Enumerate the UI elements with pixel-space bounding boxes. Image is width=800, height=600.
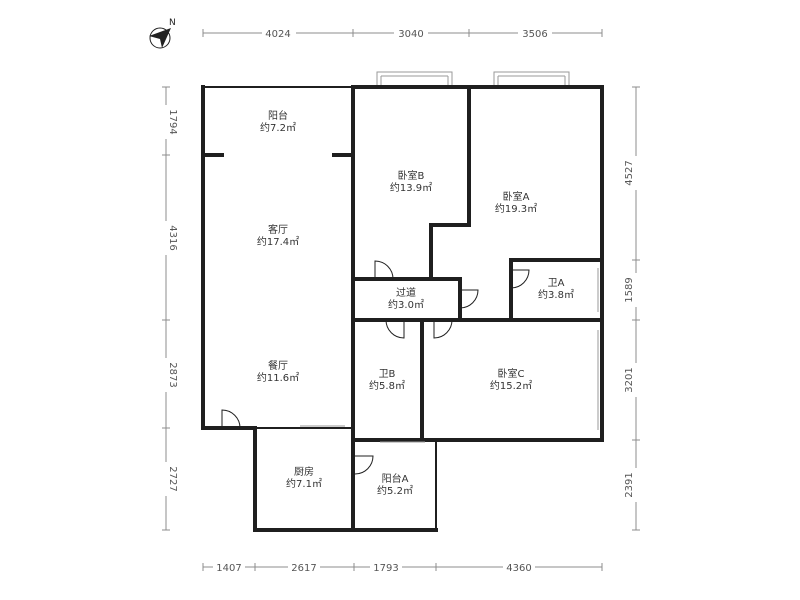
dim-label-bg — [160, 221, 172, 255]
doors — [221, 260, 530, 475]
door-bath-b — [385, 319, 405, 339]
room-area-corridor: 约3.0㎡ — [388, 298, 424, 311]
bay-window-bedroom-b — [376, 71, 453, 88]
room-area-kitchen: 约7.1㎡ — [286, 477, 322, 490]
room-name-dining: 餐厅 — [268, 359, 288, 372]
dim-label-bg — [503, 561, 535, 573]
room-name-corridor: 过道 — [396, 286, 416, 299]
room-name-balcony: 阳台 — [268, 109, 288, 122]
dim-label: 4316 — [167, 225, 178, 250]
door-bath-a — [510, 269, 530, 289]
dim-label: 3506 — [522, 29, 547, 40]
door-dining — [221, 409, 241, 429]
dim-label-bg — [370, 561, 402, 573]
dim-label: 2727 — [167, 466, 178, 491]
room-name-bedroom-b: 卧室B — [398, 169, 425, 182]
door-balcony-a — [354, 455, 374, 475]
room-name-bath-b: 卫B — [379, 369, 396, 380]
dim-label: 3201 — [624, 367, 635, 392]
room-name-bedroom-c: 卧室C — [498, 367, 525, 380]
dim-label-bg — [160, 462, 172, 496]
dimensions-top: 4024 3040 3506 — [202, 27, 603, 40]
door-bedroom-b — [374, 260, 394, 280]
room-area-bedroom-b: 约13.9㎡ — [390, 181, 432, 194]
dim-label: 4024 — [265, 29, 290, 40]
dim-label: 2391 — [624, 472, 635, 497]
room-name-bedroom-a: 卧室A — [503, 190, 530, 203]
door-bedroom-c — [433, 319, 453, 339]
dimensions-right: 4527 1589 3201 2391 — [624, 86, 642, 531]
dim-label-bg — [213, 561, 245, 573]
dim-label-bg — [630, 273, 642, 307]
bay-window-bedroom-a — [493, 71, 570, 88]
door-bedroom-a — [459, 289, 479, 309]
dim-label-bg — [630, 363, 642, 397]
dim-label-bg — [160, 358, 172, 392]
dim-label: 1794 — [167, 109, 178, 134]
room-name-living: 客厅 — [268, 223, 288, 236]
compass-ring — [149, 27, 171, 49]
room-area-bedroom-c: 约15.2㎡ — [490, 379, 532, 392]
room-area-bedroom-a: 约19.3㎡ — [495, 202, 537, 215]
room-name-kitchen: 厨房 — [294, 465, 314, 478]
dim-label: 4527 — [624, 160, 635, 185]
bay-windows — [376, 71, 570, 88]
room-area-balcony: 约7.2㎡ — [260, 121, 296, 134]
dim-label-bg — [160, 105, 172, 139]
side-windows — [300, 268, 599, 443]
room-name-bath-a: 卫A — [548, 278, 565, 289]
dim-label-bg — [288, 561, 320, 573]
room-area-bath-a: 约3.8㎡ — [538, 288, 574, 301]
dim-label: 4360 — [506, 563, 531, 574]
room-area-bath-b: 约5.8㎡ — [369, 379, 405, 392]
dim-label: 1407 — [216, 563, 241, 574]
room-area-dining: 约11.6㎡ — [257, 371, 299, 384]
dim-label-bg — [394, 27, 428, 39]
room-name-balcony-a: 阳台A — [382, 472, 409, 485]
dim-label-bg — [630, 468, 642, 502]
dim-label: 1589 — [624, 277, 635, 302]
compass-label: N — [169, 18, 176, 28]
compass-arrow-icon — [149, 28, 171, 48]
dim-label: 1793 — [373, 563, 398, 574]
dimensions-bottom: 1407 2617 1793 4360 — [202, 561, 603, 574]
compass: N — [149, 18, 176, 49]
dim-label-bg — [262, 27, 296, 39]
dim-label: 2873 — [167, 362, 178, 387]
room-area-balcony-a: 约5.2㎡ — [377, 484, 413, 497]
dim-label: 2617 — [291, 563, 316, 574]
room-labels: 阳台 约7.2㎡ 客厅 约17.4㎡ 餐厅 约11.6㎡ 卧室B 约13.9㎡ … — [257, 109, 574, 497]
dim-label-bg — [630, 156, 642, 190]
room-area-living: 约17.4㎡ — [257, 235, 299, 248]
dim-label: 3040 — [398, 29, 423, 40]
dim-label-bg — [518, 27, 552, 39]
dimensions-left: 1794 4316 2873 2727 — [160, 86, 178, 531]
